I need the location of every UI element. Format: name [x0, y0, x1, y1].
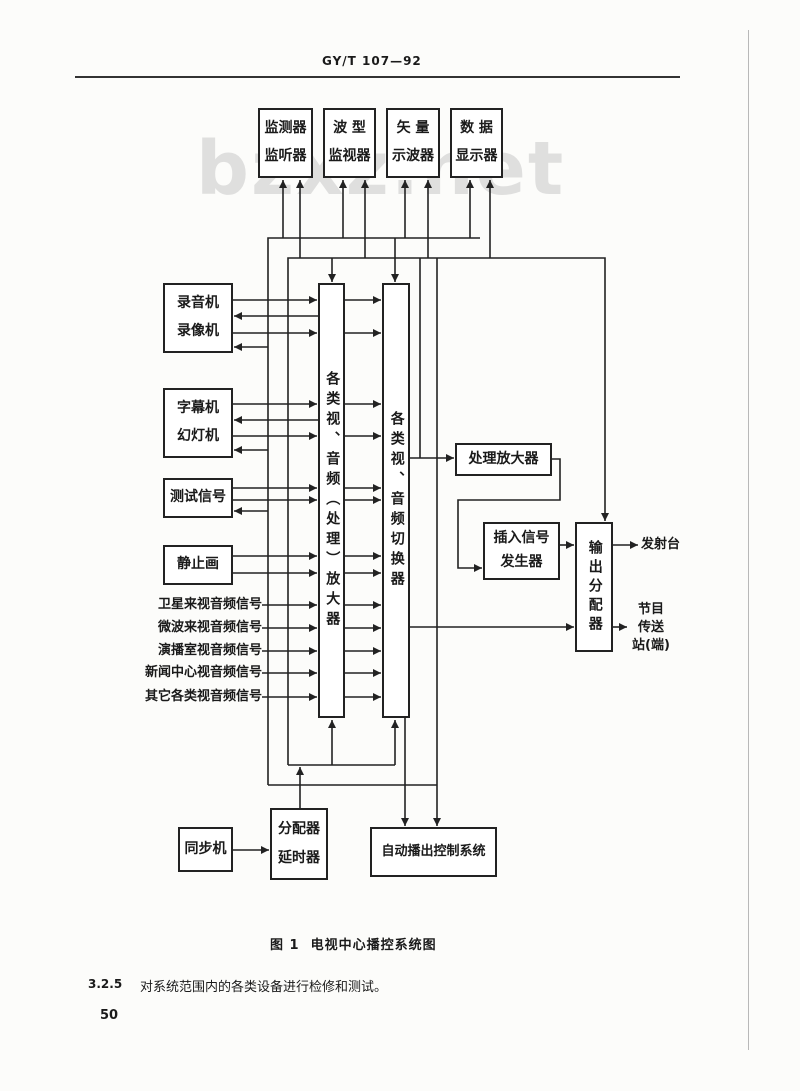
output-distributor-box: 输出分配器: [575, 522, 613, 652]
box-label: 波 型: [333, 120, 366, 137]
monitor-box-1: 监测器 监听器: [258, 108, 313, 178]
box-label: 监视器: [328, 148, 371, 165]
box-label: 同步机: [184, 840, 227, 857]
processing-amplifier-box: 处理放大器: [455, 443, 552, 476]
standard-code: GY/T 107—92: [322, 54, 422, 68]
input-label-other: 其它各类视音频信号: [144, 689, 262, 704]
box-label: 监测器: [264, 120, 307, 137]
switcher-box: 各类视、音频切换器: [382, 283, 410, 718]
box-label: 录音机: [177, 295, 219, 312]
monitor-box-2: 波 型 监视器: [323, 108, 376, 178]
header-rule: [75, 76, 680, 78]
monitor-box-3: 矢 量 示波器: [386, 108, 440, 178]
connector-line: [267, 237, 480, 785]
inserter-box: 插入信号 发生器: [483, 522, 560, 580]
transmitter-label: 发射台: [641, 537, 681, 552]
paragraph-text: 对系统范围内的各类设备进行检修和测试。: [140, 980, 388, 995]
box-label: 延时器: [278, 849, 320, 866]
input-label-studio: 演播室视音频信号: [157, 643, 262, 658]
scan-edge-line: [748, 30, 749, 1050]
box-label: 监听器: [264, 148, 307, 165]
input-label-satellite: 卫星来视音频信号: [157, 597, 262, 612]
box-label: 数 据: [460, 120, 493, 137]
source-box-recorder: 录音机 录像机: [163, 283, 233, 353]
box-label: 各类视、音频（处理）放大器: [324, 370, 341, 631]
box-label: 发生器: [500, 554, 543, 571]
box-label: 示波器: [392, 148, 434, 165]
station-line: 传送: [637, 620, 664, 635]
input-label-news-center: 新闻中心视音频信号: [144, 665, 262, 680]
box-label: 幻灯机: [177, 428, 219, 445]
figure-caption: 图 1 电视中心播控系统图: [270, 938, 437, 953]
box-label: 矢 量: [396, 120, 430, 137]
box-label: 测试信号: [170, 489, 226, 506]
box-label: 自动播出控制系统: [381, 843, 486, 859]
connector-line: [287, 257, 609, 765]
box-label: 插入信号: [493, 530, 550, 547]
input-label-microwave: 微波来视音频信号: [157, 620, 262, 635]
source-box-still-image: 静止画: [163, 545, 233, 585]
auto-control-box: 自动播出控制系统: [370, 827, 497, 877]
box-label: 各类视、音频切换器: [388, 410, 405, 591]
station-line: 站(端): [632, 638, 670, 653]
box-label: 处理放大器: [468, 450, 539, 467]
amplifier-box: 各类视、音频（处理）放大器: [318, 283, 345, 718]
box-label: 录像机: [177, 323, 219, 340]
station-line: 节目: [637, 602, 664, 617]
paragraph-number: 3.2.5: [88, 977, 123, 991]
connector-line: [457, 458, 561, 572]
box-label: 显示器: [455, 148, 498, 165]
source-box-caption-generator: 字幕机 幻灯机: [163, 388, 233, 458]
monitor-box-4: 数 据 显示器: [450, 108, 503, 178]
box-label: 字幕机: [177, 400, 219, 417]
box-label: 静止画: [177, 556, 219, 573]
transfer-station-label: 节目 传送 站(端): [626, 601, 676, 655]
box-label: 分配器: [278, 821, 320, 837]
box-label: 输出分配器: [586, 539, 603, 635]
source-box-test-signal: 测试信号: [163, 478, 233, 518]
page-number: 50: [100, 1008, 119, 1023]
sync-generator-box: 同步机: [178, 827, 233, 872]
distributor-delay-box: 分配器 延时器: [270, 808, 328, 880]
